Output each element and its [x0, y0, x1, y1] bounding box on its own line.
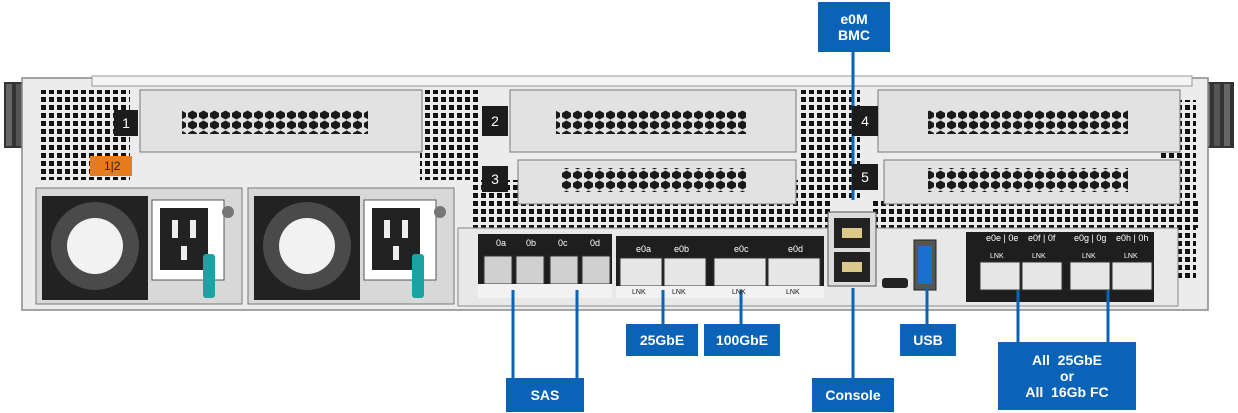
lnk-label: LNK [732, 289, 746, 296]
pcie-slot-5 [883, 159, 1181, 205]
lnk-label: LNK [632, 289, 646, 296]
port-label-e0c: e0c [734, 244, 749, 254]
port-label-0d: 0d [590, 238, 601, 248]
port-label-e0h: e0h | 0h [1116, 233, 1149, 243]
callout-25gbe: 25GbE [626, 324, 698, 356]
callout-fc-line1: All 25GbE [1031, 352, 1103, 368]
slot-number-1: 1 [114, 110, 138, 136]
port-label-e0g: e0g | 0g [1074, 233, 1107, 243]
pcie-slot-3 [517, 159, 797, 205]
lnk-label: LNK [1082, 253, 1096, 260]
callout-usb: USB [900, 324, 956, 356]
pcie-slot-1 [139, 89, 423, 153]
ports-100gbe [710, 236, 824, 298]
ports-25gbe [616, 236, 710, 298]
callout-console: Console [812, 378, 894, 412]
pcie-slot-4 [877, 89, 1181, 153]
port-label-e0f: e0f | 0f [1028, 233, 1056, 243]
power-supply-1 [35, 187, 243, 305]
psu-badge [90, 156, 132, 176]
lnk-label: LNK [1124, 253, 1138, 260]
micro-usb-port [882, 278, 908, 288]
callout-fc: All 25GbE or All 16Gb FC [998, 342, 1136, 410]
callout-fc-line3: All 16Gb FC [1025, 384, 1109, 400]
slot-number-3: 3 [482, 166, 508, 192]
callout-100gbe: 100GbE [704, 324, 780, 356]
port-label-e0b: e0b [674, 244, 690, 254]
lnk-label: LNK [672, 289, 686, 296]
lnk-label: LNK [786, 289, 800, 296]
slot-number-5: 5 [852, 164, 878, 190]
port-label-0b: 0b [526, 238, 537, 248]
psu-badge-label: 1|2 [104, 159, 121, 173]
fc-mezzanine-ports [966, 232, 1154, 302]
callout-fc-line2: or [1060, 368, 1074, 384]
port-label-0c: 0c [558, 238, 568, 248]
port-label-e0e: e0e | 0e [986, 233, 1019, 243]
lnk-label: LNK [990, 253, 1004, 260]
port-label-e0d: e0d [788, 244, 804, 254]
callout-sas: SAS [506, 378, 584, 412]
pcie-slot-2 [509, 89, 797, 153]
vent-holes-mid [800, 90, 860, 200]
callout-e0m-line1: e0M [840, 11, 868, 27]
callout-e0m-bmc: e0M BMC [818, 2, 890, 52]
callout-e0m-line2: BMC [838, 27, 870, 43]
port-label-0a: 0a [496, 238, 507, 248]
slot-number-4: 4 [852, 106, 878, 136]
lnk-label: LNK [1032, 253, 1046, 260]
power-supply-2 [247, 187, 455, 305]
slot-number-2: 2 [482, 106, 508, 136]
port-label-e0a: e0a [636, 244, 652, 254]
usb-port [913, 239, 937, 291]
rj45-ports [827, 211, 877, 287]
